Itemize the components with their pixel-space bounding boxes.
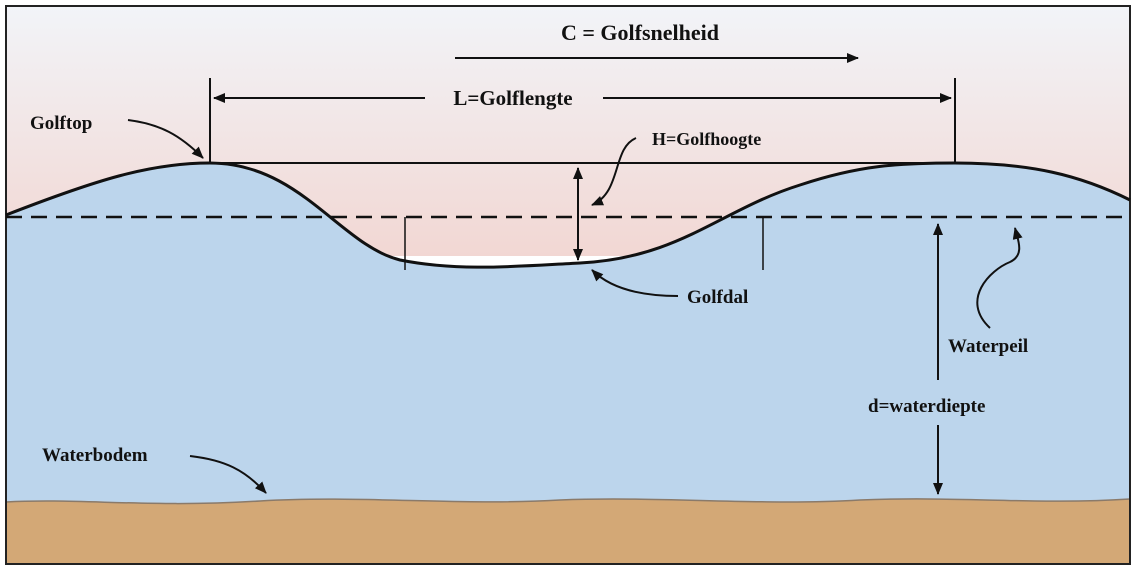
trough-pointer	[591, 269, 679, 297]
crest-pointer	[127, 119, 204, 159]
speed-label: C = Golfsnelheid	[561, 20, 719, 45]
seabed-pointer	[189, 455, 267, 494]
seabed	[6, 498, 1130, 564]
water-level-label: Waterpeil	[948, 336, 1028, 357]
wave-height-pointer	[591, 137, 637, 206]
water-level-pointer	[976, 227, 1023, 329]
diagram-frame	[5, 5, 1131, 565]
wavelength-label: L=Golflengte	[453, 86, 572, 110]
water-body	[6, 163, 1130, 505]
depth-label: d=waterdiepte	[868, 396, 985, 417]
seabed-surface-line	[5, 498, 1131, 505]
trough-label: Golfdal	[687, 287, 748, 308]
wave-height-label: H=Golfhoogte	[652, 129, 761, 149]
crest-label: Golftop	[30, 113, 92, 134]
seabed-label: Waterbodem	[42, 445, 148, 466]
